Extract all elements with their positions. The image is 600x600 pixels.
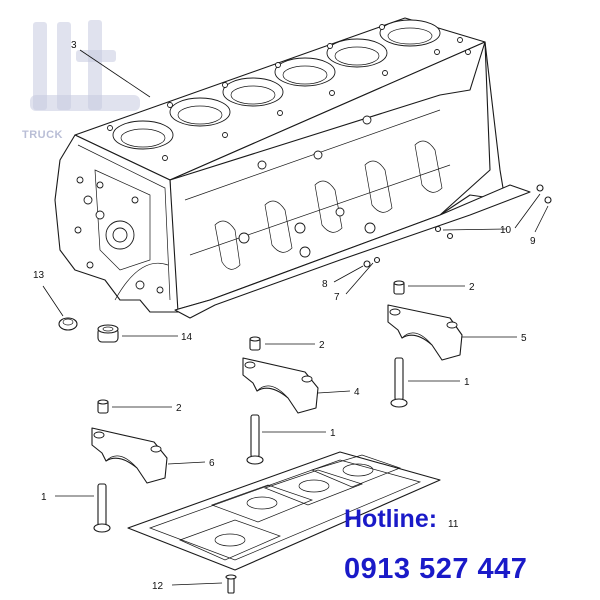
part-2-dowel-b — [249, 336, 261, 351]
part-9-10-fittings — [434, 184, 552, 240]
part-2-dowel-a — [393, 280, 405, 295]
callout-1b: 1 — [330, 428, 336, 439]
callout-7: 7 — [334, 292, 340, 303]
callout-14: 14 — [181, 332, 193, 343]
part-6-bearing-cap — [91, 427, 168, 484]
callout-8: 8 — [322, 279, 328, 290]
callout-6: 6 — [209, 458, 215, 469]
bore-1 — [112, 120, 174, 150]
callout-5: 5 — [521, 333, 527, 344]
part-7-8-fittings — [363, 256, 381, 268]
tt-logo-icon — [30, 20, 140, 111]
part-1-bolt-b — [246, 414, 264, 465]
callout-11: 11 — [448, 519, 459, 530]
bore-6 — [379, 19, 441, 47]
part-5-bearing-cap — [387, 304, 463, 361]
part-14-bushing — [97, 324, 119, 343]
callout-2c: 2 — [176, 403, 182, 414]
callout-10: 10 — [500, 225, 512, 236]
bore-3 — [222, 77, 284, 107]
callout-9: 9 — [530, 236, 536, 247]
hotline-label: Hotline: — [344, 505, 438, 533]
bore-5 — [326, 38, 388, 68]
callout-2a: 2 — [469, 282, 475, 293]
callout-2b: 2 — [319, 340, 325, 351]
part-12-bolt — [225, 574, 237, 594]
bore-4 — [274, 57, 336, 87]
bearing-webs — [184, 109, 451, 270]
leader-lines — [42, 49, 549, 586]
hotline-phone[interactable]: 0913 527 447 — [344, 553, 528, 585]
cylinder-block — [54, 17, 531, 319]
deck-bolt-holes — [107, 24, 471, 161]
part-11-ladder-frame — [127, 451, 441, 571]
bore-2 — [169, 97, 231, 127]
callout-1a: 1 — [464, 377, 470, 388]
part-2-dowel-c — [97, 399, 109, 414]
cylinder-bores — [112, 19, 441, 150]
part-1-bolt-c — [93, 483, 111, 533]
callout-labels: 3 13 14 2 5 1 2 4 1 2 6 1 12 10 9 8 7 11 — [33, 40, 536, 592]
callout-12: 12 — [152, 581, 164, 592]
callout-1c: 1 — [41, 492, 47, 503]
callout-3: 3 — [71, 40, 77, 51]
part-4-bearing-cap — [242, 357, 319, 414]
callout-13: 13 — [33, 270, 45, 281]
part-13-plug — [58, 317, 78, 331]
watermark-brand-text: TRUCK — [22, 129, 63, 141]
part-1-bolt-a — [390, 357, 408, 408]
callout-4: 4 — [354, 387, 360, 398]
